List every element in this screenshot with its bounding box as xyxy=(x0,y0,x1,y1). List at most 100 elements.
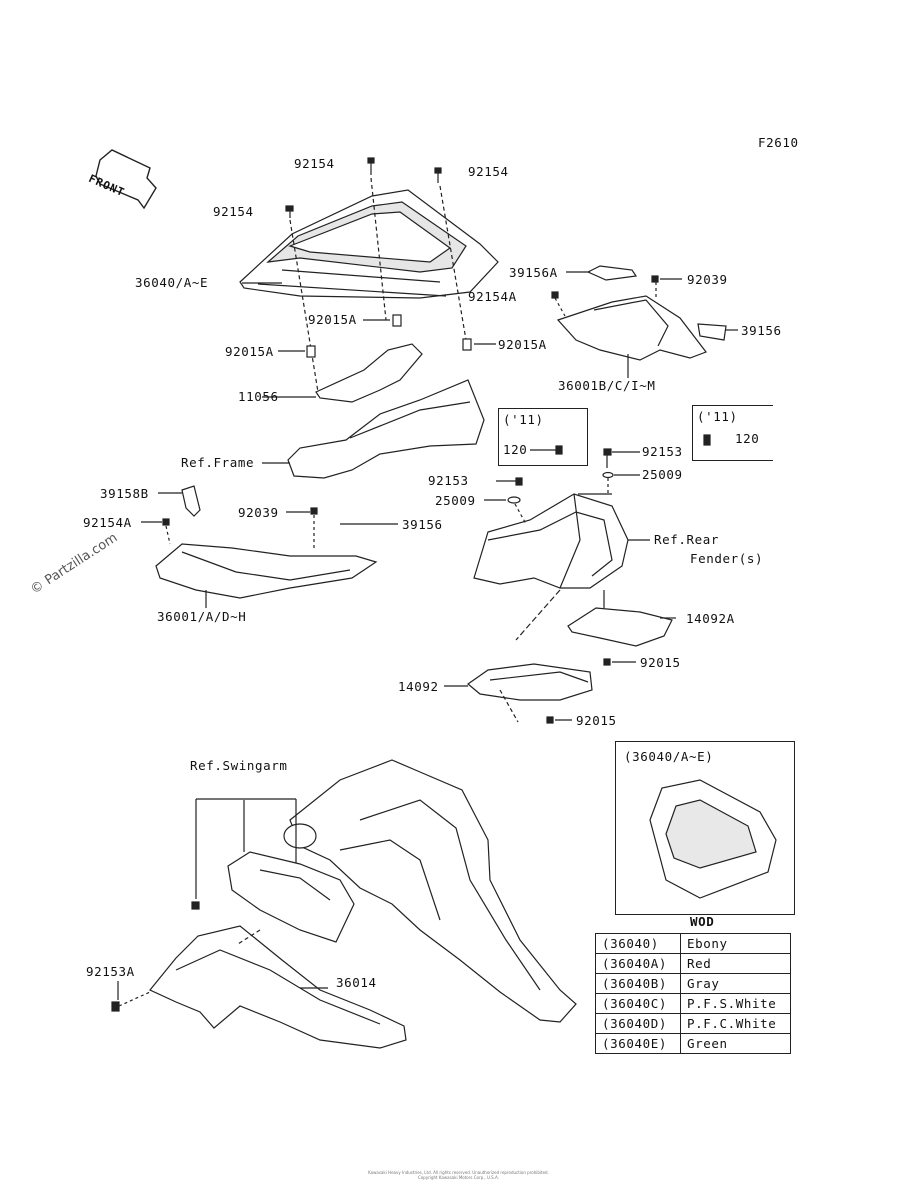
chain-guard xyxy=(227,851,355,943)
chain-cover-36014 xyxy=(149,925,407,1049)
pad-39156A xyxy=(586,265,638,281)
table-row: (36040D)P.F.C.White xyxy=(595,1013,791,1034)
label-14092A: 14092A xyxy=(686,611,735,626)
inset-title: (36040/A~E) xyxy=(624,749,714,764)
label-92154-top-left: 92154 xyxy=(294,156,335,171)
label-92154-top-right: 92154 xyxy=(468,164,509,179)
note-box-right-year: ('11) xyxy=(697,409,738,424)
wod-code: (36040A) xyxy=(595,953,681,974)
label-ref-swingarm: Ref.Swingarm xyxy=(190,758,288,773)
label-92153A: 92153A xyxy=(86,964,135,979)
wod-color: Red xyxy=(680,953,791,974)
note-box-left-part: 120 xyxy=(503,442,528,457)
footer-line-1: Kawasaki Heavy Industries, Ltd. All righ… xyxy=(368,1170,549,1175)
label-36001A: 36001/A/D~H xyxy=(157,609,247,624)
wod-color: Ebony xyxy=(680,933,791,954)
label-92153-mid: 92153 xyxy=(428,473,469,488)
rear-fender xyxy=(473,493,629,589)
side-cover-36001A xyxy=(155,543,378,599)
label-ref-rear-fender-1: Ref.Rear xyxy=(654,532,720,547)
screw-92039-left xyxy=(310,507,318,548)
wod-color: P.F.C.White xyxy=(680,1013,791,1034)
table-row: (36040)Ebony xyxy=(595,933,791,954)
label-92154-left: 92154 xyxy=(213,204,254,219)
bolt-92153A xyxy=(111,991,151,1012)
bracket-11056 xyxy=(315,343,423,403)
wod-color: P.F.S.White xyxy=(680,993,791,1014)
label-92154A-left: 92154A xyxy=(83,515,132,530)
wod-code: (36040E) xyxy=(595,1033,681,1054)
bolt-92154-a xyxy=(367,157,375,175)
collar-92015A-a xyxy=(392,314,402,327)
pad-39156-right xyxy=(697,323,727,341)
cover-14092A xyxy=(567,607,673,647)
label-92153-right: 92153 xyxy=(642,444,683,459)
cover-14092 xyxy=(467,663,593,701)
label-39156-left: 39156 xyxy=(402,517,443,532)
label-92039-right: 92039 xyxy=(687,272,728,287)
inset-cowl-drawing xyxy=(649,779,777,899)
washer-25009-mid xyxy=(507,496,521,504)
label-11056: 11056 xyxy=(238,389,279,404)
bolt-92154-b xyxy=(434,167,442,183)
rear-frame xyxy=(287,379,485,479)
inset-seat-cowl-box: (36040/A~E) xyxy=(615,741,795,915)
label-ref-frame: Ref.Frame xyxy=(181,455,255,470)
note-box-left-year: ('11) xyxy=(503,412,544,427)
seat-cowl-36040 xyxy=(239,189,499,299)
label-14092: 14092 xyxy=(398,679,439,694)
wod-color: Gray xyxy=(680,973,791,994)
label-39156-right: 39156 xyxy=(741,323,782,338)
label-92015-2: 92015 xyxy=(576,713,617,728)
table-row: (36040A)Red xyxy=(595,953,791,974)
table-row: (36040C)P.F.S.White xyxy=(595,993,791,1014)
label-92015A-1: 92015A xyxy=(308,312,357,327)
footer-line-2: Copyright Kawasaki Motors Corp., U.S.A. xyxy=(418,1175,499,1180)
nut-92015-a xyxy=(603,658,611,666)
wod-color: Green xyxy=(680,1033,791,1054)
wod-code: (36040B) xyxy=(595,973,681,994)
note-box-left: ('11) 120 xyxy=(498,408,588,466)
pad-39158B xyxy=(181,485,201,517)
wod-color-table: (36040)Ebony (36040A)Red (36040B)Gray (3… xyxy=(595,933,791,1054)
screw-swingarm xyxy=(191,901,200,910)
bolt-120-right xyxy=(703,434,711,446)
side-cover-36001B xyxy=(556,295,707,361)
label-ref-rear-fender-2: Fender(s) xyxy=(690,551,764,566)
screw-92039-left-cover xyxy=(551,291,559,299)
collar-92015A-b xyxy=(462,338,472,351)
wod-code: (36040) xyxy=(595,933,681,954)
bolt-92153-mid xyxy=(496,477,523,486)
screw-92039-right xyxy=(651,275,659,283)
label-25009-right: 25009 xyxy=(642,467,683,482)
wod-code: (36040C) xyxy=(595,993,681,1014)
table-row: (36040B)Gray xyxy=(595,973,791,994)
label-36001B: 36001B/C/I~M xyxy=(558,378,656,393)
label-36014: 36014 xyxy=(336,975,377,990)
wod-code: (36040D) xyxy=(595,1013,681,1034)
label-36040: 36040/A~E xyxy=(135,275,209,290)
front-arrow-icon xyxy=(95,149,157,210)
label-92039-left: 92039 xyxy=(238,505,279,520)
washer-25009-right xyxy=(602,471,614,479)
note-box-right-part: 120 xyxy=(735,431,760,446)
bolt-120-left xyxy=(530,445,563,455)
label-39156A: 39156A xyxy=(509,265,558,280)
label-92154A-right: 92154A xyxy=(468,289,517,304)
label-39158B: 39158B xyxy=(100,486,149,501)
table-row: (36040E)Green xyxy=(595,1033,791,1054)
wod-header: WOD xyxy=(690,914,715,929)
figure-code: F2610 xyxy=(758,135,799,150)
swingarm xyxy=(289,759,577,1023)
label-92015-1: 92015 xyxy=(640,655,681,670)
screw-92154A-left xyxy=(162,518,171,545)
label-92015A-3: 92015A xyxy=(225,344,274,359)
nut-92015-b xyxy=(546,716,554,724)
label-92015A-2: 92015A xyxy=(498,337,547,352)
bolt-92153-right xyxy=(603,448,612,468)
footer: Kawasaki Heavy Industries, Ltd. All righ… xyxy=(0,1170,917,1180)
bolt-92154-c xyxy=(285,205,294,218)
label-25009-mid: 25009 xyxy=(435,493,476,508)
note-box-right: ('11) 120 xyxy=(692,405,773,461)
